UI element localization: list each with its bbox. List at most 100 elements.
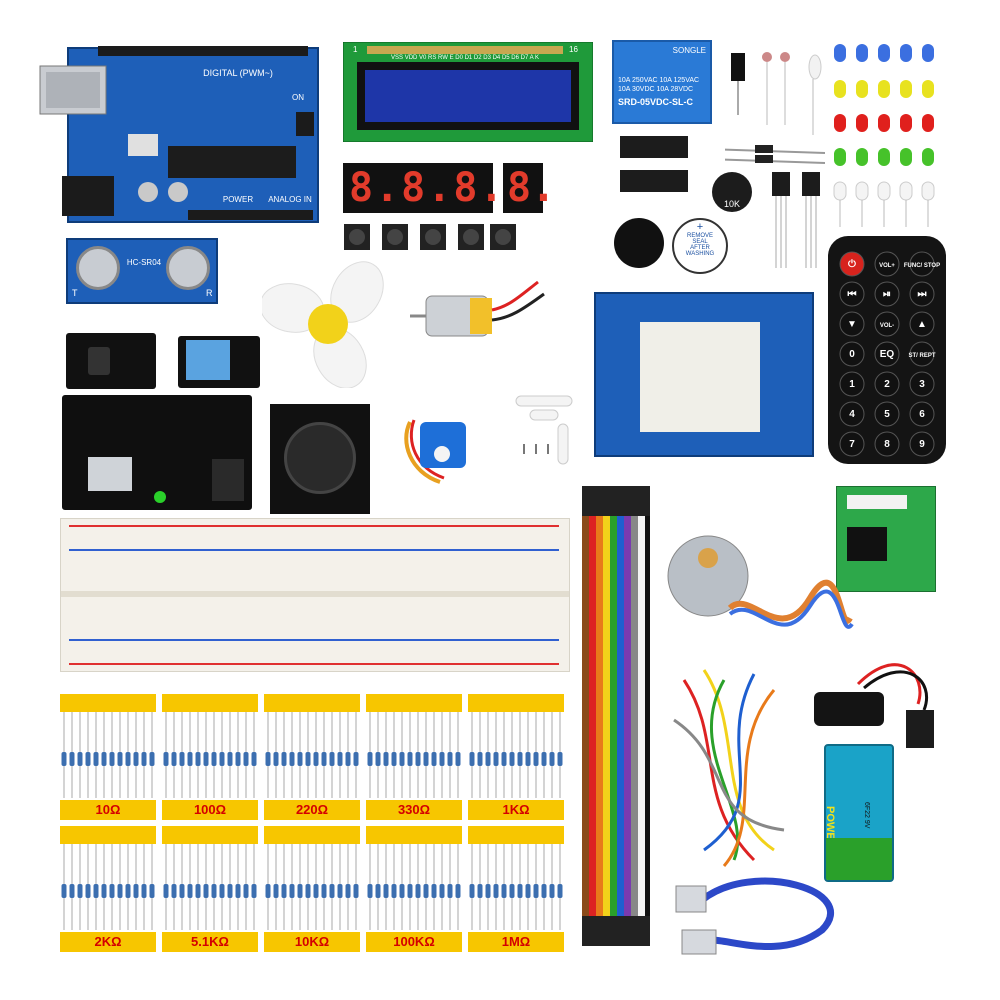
resistor xyxy=(549,884,555,898)
resistor-strip: 1KΩ xyxy=(468,694,564,822)
resistor xyxy=(375,884,381,898)
remote-key-vol-up[interactable]: VOL+ xyxy=(874,251,900,277)
resistor-tape xyxy=(366,826,462,844)
resistor xyxy=(533,752,539,766)
resistor xyxy=(391,884,397,898)
remote-key-zero[interactable]: 0 xyxy=(839,341,865,367)
seven-segment-4-digit: 8.8.8.8. xyxy=(343,163,556,213)
mini-breadboard xyxy=(640,322,760,432)
resistor xyxy=(391,752,397,766)
ic-chip xyxy=(620,170,688,192)
remote-key-down[interactable]: ▼ xyxy=(839,311,865,337)
jumper-ribbon xyxy=(578,486,654,946)
tactile-buttons xyxy=(340,220,520,254)
resistor xyxy=(493,752,499,766)
resistor xyxy=(321,752,327,766)
remote-key-eq[interactable]: EQ xyxy=(874,341,900,367)
dc-jack xyxy=(212,459,244,501)
remote-key-up[interactable]: ▲ xyxy=(909,311,935,337)
photoresistor xyxy=(780,52,790,62)
remote-key-eight[interactable]: 8 xyxy=(874,431,900,457)
green-leds xyxy=(834,148,934,166)
ultrasonic-t-label: T xyxy=(72,288,78,298)
resistor xyxy=(345,884,351,898)
resistor xyxy=(77,884,83,898)
resistor xyxy=(69,884,75,898)
resistor-strip: 220Ω xyxy=(264,694,360,822)
resistor-tape xyxy=(468,826,564,844)
relay-brand: SONGLE xyxy=(672,46,706,55)
resistor xyxy=(431,884,437,898)
remote-key-four[interactable]: 4 xyxy=(839,401,865,427)
resistor xyxy=(85,752,91,766)
resistor xyxy=(211,884,217,898)
resistor xyxy=(243,752,249,766)
resistor-tape xyxy=(162,826,258,844)
remote-key-nine[interactable]: 9 xyxy=(909,431,935,457)
resistor-leads xyxy=(61,712,155,798)
servo-motor xyxy=(400,402,480,488)
resistor xyxy=(509,752,515,766)
red-leds xyxy=(834,114,934,132)
passive-buzzer xyxy=(614,218,664,268)
remote-key-next[interactable]: ⏭ xyxy=(909,281,935,307)
resistor xyxy=(399,884,405,898)
resistor xyxy=(557,884,563,898)
usb-cable xyxy=(672,870,872,960)
dc-motor xyxy=(410,276,550,356)
lcd-graphic: VSS VDD V0 RS RW E D0 D1 D2 D3 D4 D5 D6 … xyxy=(342,41,594,143)
resistor-leads xyxy=(367,712,461,798)
battery-snap xyxy=(808,654,948,754)
resistor-value-label: 5.1KΩ xyxy=(162,932,258,952)
resistor-tape xyxy=(468,694,564,712)
arduino-on-label: ON xyxy=(292,93,304,102)
diode xyxy=(704,148,826,154)
tactile-button xyxy=(490,224,516,250)
resistor xyxy=(235,752,241,766)
remote-key-label: VOL+ xyxy=(879,263,895,269)
resistor xyxy=(125,884,131,898)
remote-key-two[interactable]: 2 xyxy=(874,371,900,397)
remote-key-five[interactable]: 5 xyxy=(874,401,900,427)
remote-key-prev[interactable]: ⏮ xyxy=(839,281,865,307)
remote-key-vol-down[interactable]: VOL- xyxy=(874,311,900,337)
relay-module: SONGLE 10A 250VAC 10A 125VAC 10A 30VDC 1… xyxy=(612,40,712,124)
remote-key-label: VOL- xyxy=(880,323,894,329)
remote-key-power[interactable]: ⏻ xyxy=(839,251,865,277)
remote-key-label: ⏯ xyxy=(883,289,891,300)
power-rail-red xyxy=(69,525,559,527)
resistor xyxy=(509,884,515,898)
resistor xyxy=(101,752,107,766)
resistor-strip: 2KΩ xyxy=(60,826,156,954)
remote-key-play-pause[interactable]: ⏯ xyxy=(874,281,900,307)
resistor xyxy=(383,884,389,898)
remote-key-seven[interactable]: 7 xyxy=(839,431,865,457)
resistor xyxy=(211,752,217,766)
remote-key-three[interactable]: 3 xyxy=(909,371,935,397)
resistor-tape xyxy=(264,694,360,712)
resistor xyxy=(313,884,319,898)
remote-key-func-stop[interactable]: FUNC/ STOP xyxy=(904,251,940,277)
resistor xyxy=(431,752,437,766)
remote-key-six[interactable]: 6 xyxy=(909,401,935,427)
remote-key-label: 5 xyxy=(884,409,890,420)
remote-key-st-rept[interactable]: ST/ REPT xyxy=(908,341,936,367)
resistor xyxy=(187,752,193,766)
ultrasonic-transducer-right xyxy=(166,246,210,290)
resistor xyxy=(313,752,319,766)
resistor xyxy=(517,884,523,898)
resistor xyxy=(407,752,413,766)
arduino-uno-graphic: DIGITAL (PWM~) POWER ANALOG IN ON xyxy=(39,46,319,223)
potentiometer-value: 10K xyxy=(723,199,740,209)
resistor xyxy=(297,884,303,898)
lcd-1602-module: VSS VDD V0 RS RW E D0 D1 D2 D3 D4 D5 D6 … xyxy=(342,41,594,143)
remote-key-label: ⏻ xyxy=(848,258,856,270)
seven-segment-1-digit-value: 8. xyxy=(507,165,556,211)
resistor-leads xyxy=(469,712,563,798)
remote-key-one[interactable]: 1 xyxy=(839,371,865,397)
joystick-module xyxy=(270,404,370,514)
tactile-button xyxy=(382,224,408,250)
resistor-value-label: 100Ω xyxy=(162,800,258,820)
